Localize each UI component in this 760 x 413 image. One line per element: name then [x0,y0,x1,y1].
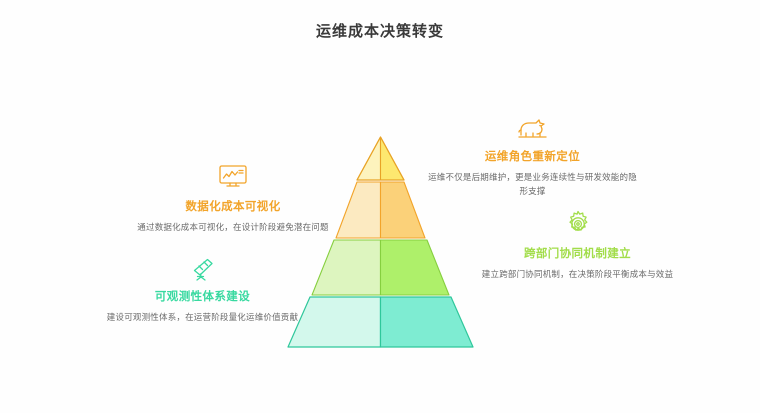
page-title: 运维成本决策转变 [315,23,444,40]
pyramid-level-4[interactable] [287,296,474,348]
callout-heading: 数据化成本可视化 [185,201,281,213]
pyramid-level-1-outline [356,136,405,181]
pyramid-level-2-right[interactable] [379,181,426,239]
callout-body: 通过数据化成本可视化，在设计阶段避免潜在问题 [137,221,329,232]
monitor-chart-icon [128,160,338,194]
pyramid-level-3[interactable] [311,239,450,296]
pyramid-level-2[interactable] [335,181,426,239]
pyramid-diagram [268,135,493,350]
callout-body: 建设可观测性体系，在运营阶段量化运维价值贡献 [106,311,299,322]
callout-heading: 可观测性体系建设 [154,291,251,303]
pyramid-level-1[interactable] [356,136,405,181]
telescope-icon [100,250,305,284]
callout-observability: 可观测性体系建设 建设可观测性体系，在运营阶段量化运维价值贡献 [100,250,305,324]
callout-body: 运维不仅是后期维护，更是业务连续性与研发效能的隐形支撑 [428,171,637,196]
pyramid-level-4-right[interactable] [379,296,474,348]
callout-cost-visualization: 数据化成本可视化 通过数据化成本可视化，在设计阶段避免潜在问题 [128,160,338,234]
pyramid-level-3-left[interactable] [311,239,382,296]
callout-body: 建立跨部门协同机制，在决策阶段平衡成本与效益 [481,268,674,279]
callout-heading: 跨部门协同机制建立 [523,248,632,260]
pyramid-level-3-right[interactable] [379,239,450,296]
rhino-icon [425,110,640,144]
pyramid-level-2-left[interactable] [335,181,382,239]
callout-cross-department: 跨部门协同机制建立 建立跨部门协同机制，在决策阶段平衡成本与效益 [480,207,675,281]
gear-icon [480,207,675,241]
callout-operations-role: 运维角色重新定位 运维不仅是后期维护，更是业务连续性与研发效能的隐形支撑 [425,110,640,198]
callout-heading: 运维角色重新定位 [484,151,581,163]
